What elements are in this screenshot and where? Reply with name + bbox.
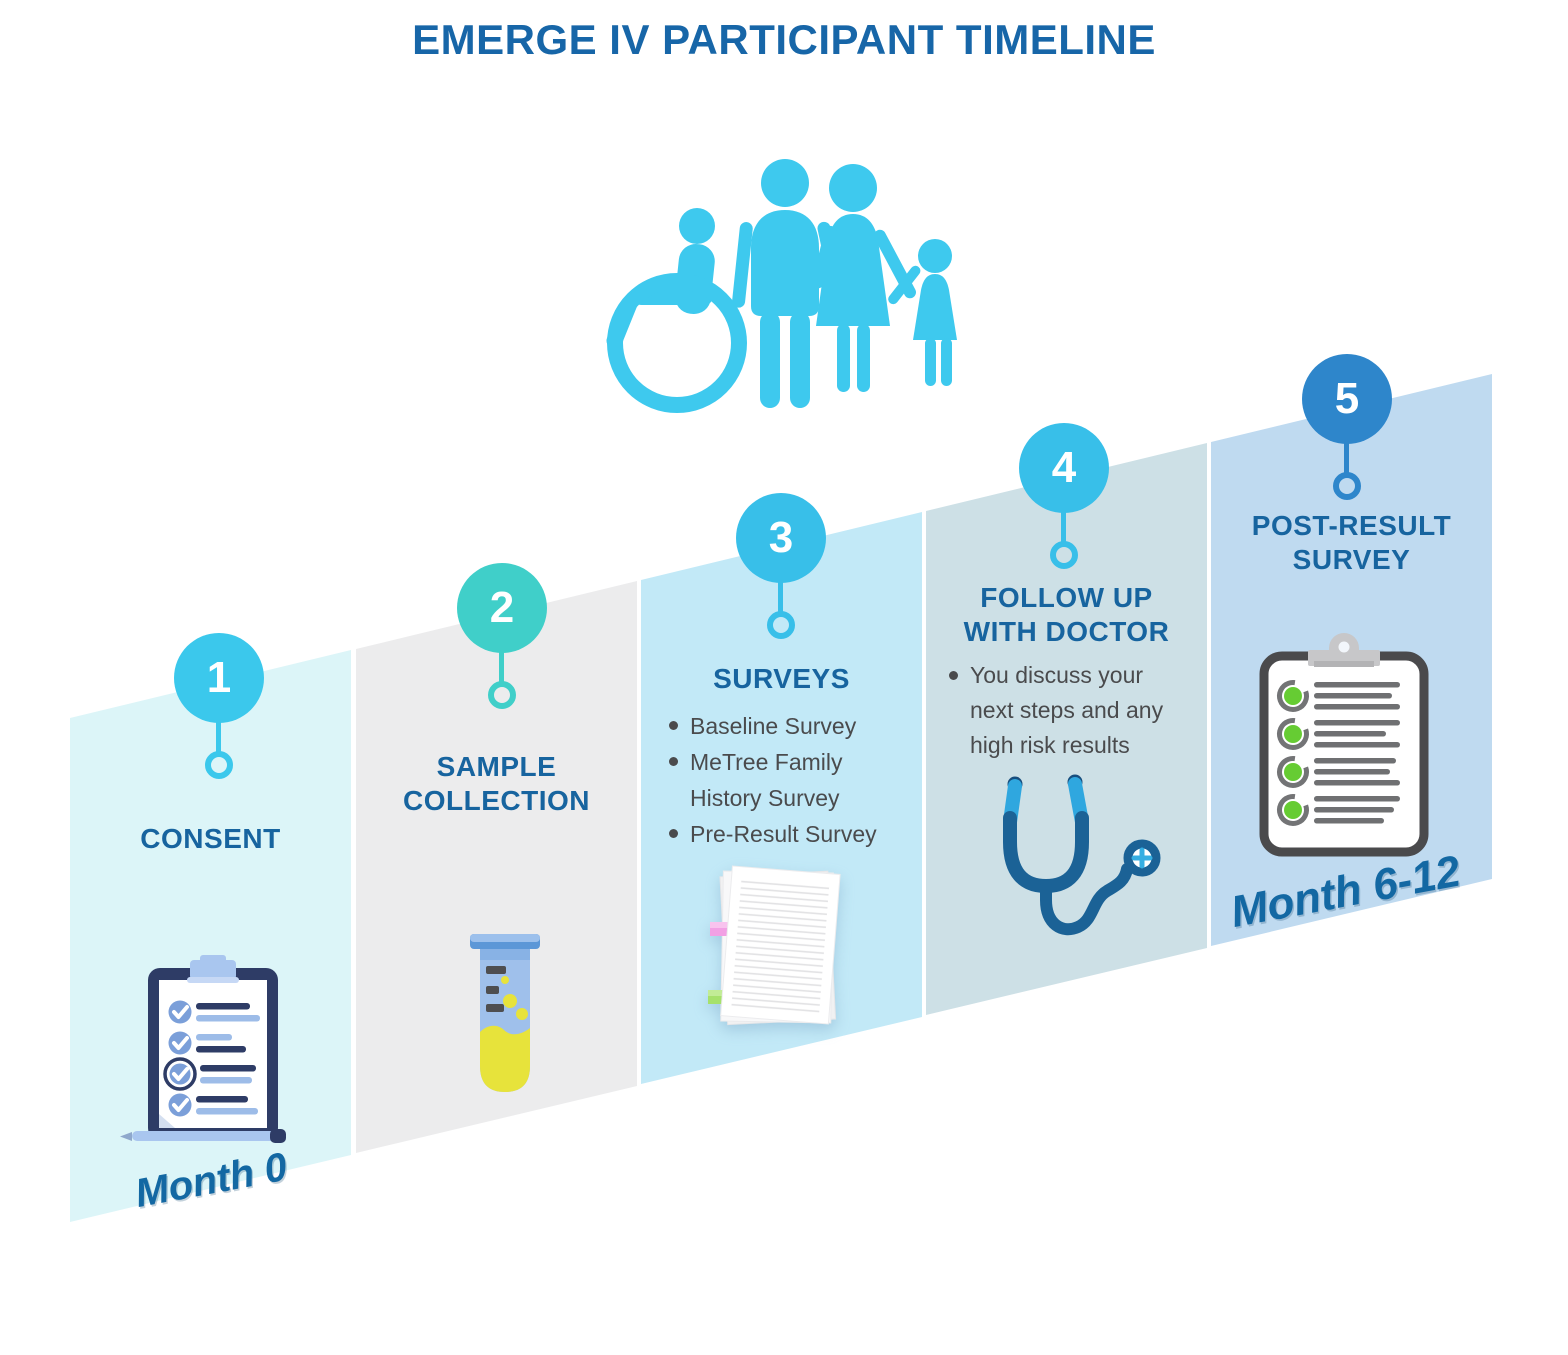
- follow-up-bullet-list: You discuss your next steps and any high…: [948, 658, 1190, 763]
- test-tube-icon: [470, 934, 540, 1092]
- step-5-heading: POST-RESULT SURVEY: [1211, 509, 1492, 577]
- heading-line: CONSENT: [140, 823, 281, 854]
- consent-clipboard-icon: [120, 955, 286, 1143]
- step-4-connector-ring: [1050, 541, 1078, 569]
- step-5-number-circle: 5: [1302, 354, 1392, 444]
- heading-line: SAMPLE: [436, 751, 557, 782]
- heading-line: WITH DOCTOR: [963, 616, 1170, 647]
- checklist-row: [1277, 756, 1400, 788]
- bullet-text: Baseline Survey: [690, 713, 857, 739]
- green-tab: [708, 990, 734, 996]
- woman-figure: [811, 164, 916, 392]
- bullet-text: You discuss your next steps and any high…: [970, 662, 1164, 758]
- bullet-item: You discuss your next steps and any high…: [948, 658, 1190, 763]
- post-result-clipboard-icon: [1259, 633, 1429, 857]
- bullet-dot: [669, 757, 678, 766]
- heading-line: COLLECTION: [403, 785, 590, 816]
- bullet-item: Pre-Result Survey: [668, 816, 896, 852]
- step-5-connector-ring: [1333, 472, 1361, 500]
- checklist-row: [1277, 680, 1400, 712]
- heading-line: SURVEY: [1292, 544, 1411, 575]
- bullet-dot: [949, 671, 958, 680]
- step-5-connector-stem: [1344, 442, 1349, 474]
- bullet-dot: [669, 721, 678, 730]
- bullet-text: MeTree Family History Survey: [690, 749, 843, 811]
- child-figure: [888, 239, 957, 386]
- timeline-panel-follow-up: [926, 443, 1207, 1015]
- step-1-heading: CONSENT: [70, 822, 351, 856]
- wheelchair-user-figure: [606, 208, 747, 413]
- step-1-connector-stem: [216, 721, 221, 753]
- step-4-number-circle: 4: [1019, 423, 1109, 513]
- stethoscope-icon: [1003, 774, 1161, 936]
- bullet-text: Pre-Result Survey: [690, 821, 877, 847]
- heading-line: FOLLOW UP: [980, 582, 1153, 613]
- bullet-item: Baseline Survey: [668, 708, 896, 744]
- pen: [120, 1129, 286, 1143]
- family-icon: [606, 159, 957, 413]
- heading-line: POST-RESULT: [1251, 510, 1452, 541]
- step-2-connector-ring: [488, 681, 516, 709]
- step-3-heading: SURVEYS: [641, 662, 922, 696]
- heading-line: SURVEYS: [713, 663, 850, 694]
- step-1-number-circle: 1: [174, 633, 264, 723]
- step-3-connector-stem: [778, 581, 783, 613]
- step-3-connector-ring: [767, 611, 795, 639]
- step-1-connector-ring: [205, 751, 233, 779]
- checklist-row: [1277, 718, 1400, 750]
- step-4-connector-stem: [1061, 511, 1066, 543]
- page-title: EMERGE IV PARTICIPANT TIMELINE: [412, 16, 1156, 63]
- step-2-connector-stem: [499, 651, 504, 683]
- survey-papers-icon: [708, 865, 841, 1026]
- step-3-number-circle: 3: [736, 493, 826, 583]
- pink-tab: [710, 922, 732, 928]
- checklist-row: [1277, 794, 1400, 826]
- bullet-dot: [669, 829, 678, 838]
- surveys-bullet-list: Baseline Survey MeTree Family History Su…: [668, 708, 896, 852]
- step-2-heading: SAMPLE COLLECTION: [356, 750, 637, 818]
- bullet-item: MeTree Family History Survey: [668, 744, 896, 816]
- step-4-heading: FOLLOW UP WITH DOCTOR: [926, 581, 1207, 649]
- step-2-number-circle: 2: [457, 563, 547, 653]
